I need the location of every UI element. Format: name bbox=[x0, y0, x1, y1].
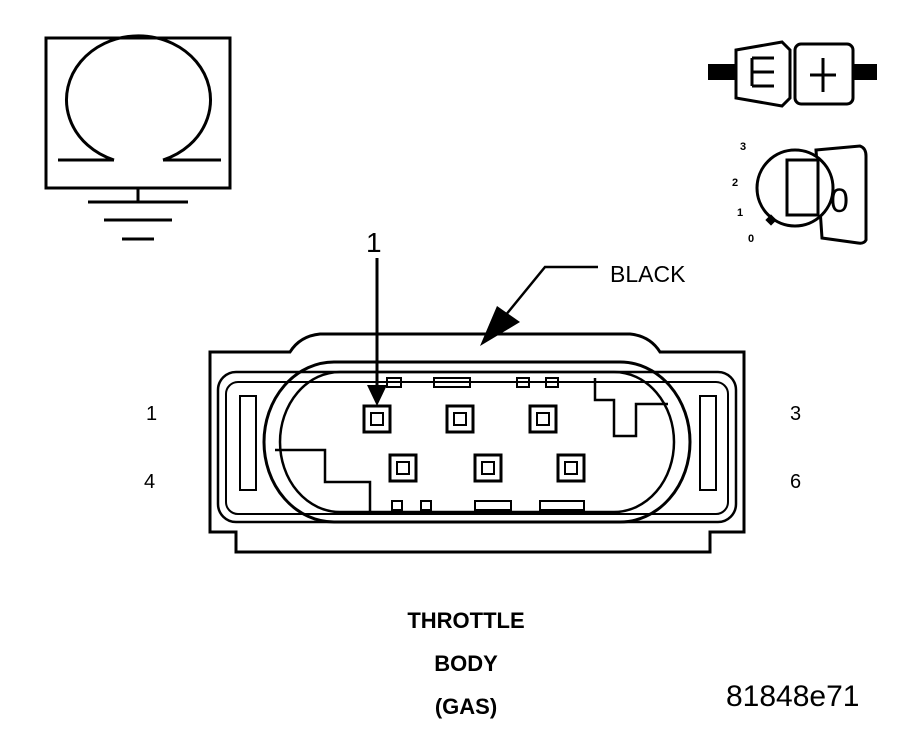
ignition-position-1: 1 bbox=[737, 207, 743, 219]
connector-housing bbox=[208, 332, 746, 554]
pin-label-top-right: 3 bbox=[790, 403, 801, 425]
caption-line-3: (GAS) bbox=[435, 694, 497, 719]
caption-line-2: BODY bbox=[434, 651, 498, 676]
pin-label-bottom-right: 6 bbox=[790, 471, 801, 493]
ignition-position-3: 3 bbox=[740, 141, 746, 153]
ignition-key-label: 0 bbox=[830, 182, 849, 220]
color-callout-leader bbox=[480, 265, 598, 346]
connector-color-label: BLACK bbox=[610, 261, 686, 287]
pin-callout-number: 1 bbox=[366, 227, 382, 258]
caption-line-1: THROTTLE bbox=[407, 608, 524, 633]
disconnected-connector-icon bbox=[708, 40, 877, 108]
ignition-key-off-icon: 0 3 2 1 0 bbox=[732, 141, 868, 245]
pin-cavities bbox=[362, 404, 586, 483]
pin-cavity-6 bbox=[556, 453, 586, 483]
pin-cavity-1 bbox=[362, 404, 392, 434]
pin-label-bottom-left: 4 bbox=[144, 471, 155, 493]
pin-cavity-3 bbox=[528, 404, 558, 434]
pin-callout-arrow bbox=[367, 258, 387, 406]
pin-cavity-4 bbox=[388, 453, 418, 483]
ignition-position-0: 0 bbox=[748, 233, 754, 245]
pin-cavity-2 bbox=[445, 404, 475, 434]
pin-cavity-5 bbox=[473, 453, 503, 483]
pin-label-top-left: 1 bbox=[146, 403, 157, 425]
ohmmeter-ground-icon bbox=[44, 34, 232, 241]
ignition-position-2: 2 bbox=[732, 177, 738, 189]
figure-id: 81848e71 bbox=[726, 680, 859, 713]
